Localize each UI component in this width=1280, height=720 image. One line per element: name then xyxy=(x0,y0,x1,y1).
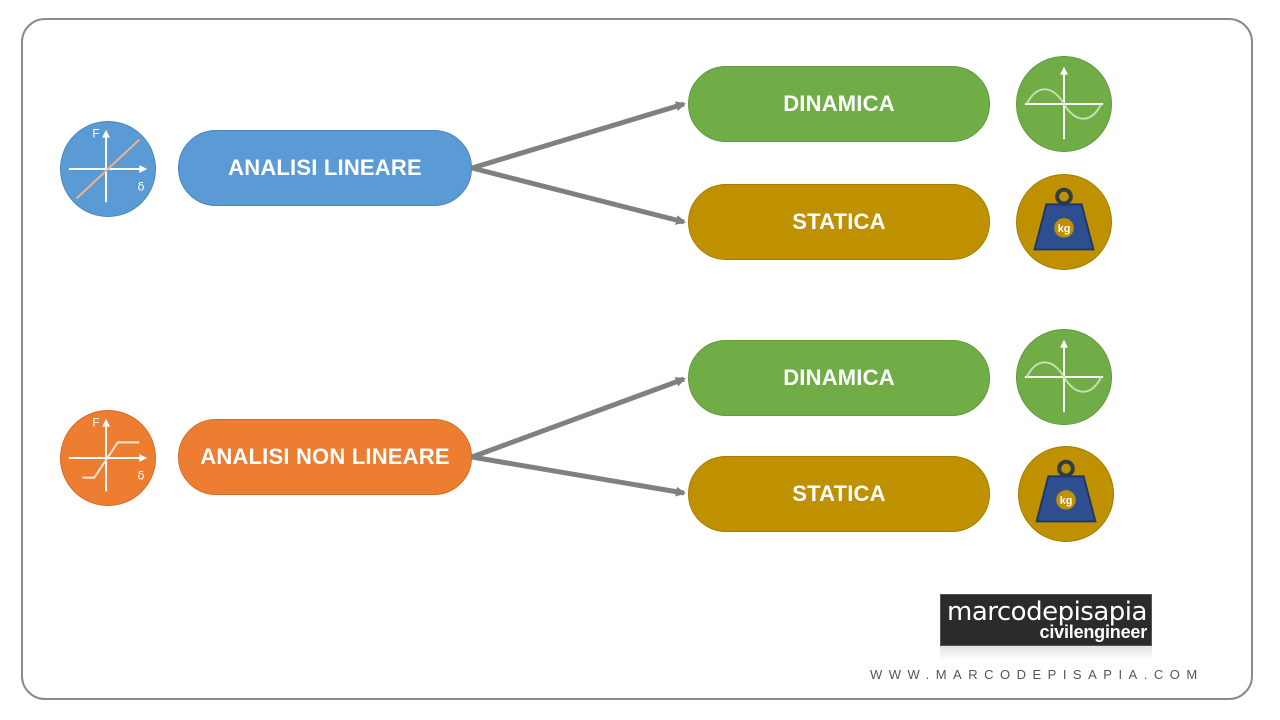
force-axis-label: F xyxy=(92,128,99,141)
dinamica-non-lineare-node: DINAMICA xyxy=(688,340,990,416)
nonlinear-force-displacement-icon: F δ xyxy=(60,410,156,506)
displacement-axis-label: δ xyxy=(137,180,144,194)
force-axis-label: F xyxy=(92,417,99,430)
sine-wave-icon xyxy=(1016,329,1112,425)
kg-weight-icon: kg xyxy=(1016,174,1112,270)
brand-logo: marcodepisapia civilengineer xyxy=(940,594,1152,646)
kg-weight-icon: kg xyxy=(1018,446,1114,542)
analisi-non-lineare-node: ANALISI NON LINEARE xyxy=(178,419,472,495)
statica-lineare-node: STATICA xyxy=(688,184,990,260)
logo-main-text: marcodepisapia xyxy=(947,597,1147,627)
sine-wave-icon xyxy=(1016,56,1112,152)
website-url[interactable]: WWW.MARCODEPISAPIA.COM xyxy=(870,667,1204,682)
kg-label: kg xyxy=(1058,223,1071,235)
analisi-lineare-node: ANALISI LINEARE xyxy=(178,130,472,206)
linear-force-displacement-icon: F δ xyxy=(60,121,156,217)
logo-sub-text: civilengineer xyxy=(1039,622,1148,642)
dinamica-lineare-node: DINAMICA xyxy=(688,66,990,142)
logo-reflection xyxy=(940,646,1152,660)
statica-non-lineare-node: STATICA xyxy=(688,456,990,532)
kg-label: kg xyxy=(1060,495,1073,507)
displacement-axis-label: δ xyxy=(137,469,144,483)
